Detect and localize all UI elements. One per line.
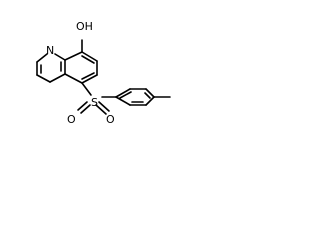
bond-s-o-right (98, 101, 110, 112)
bond-c6-c5 (81, 74, 98, 84)
bond-s-o-left (77, 101, 88, 111)
bond-c5-s (81, 82, 92, 96)
oxygen-label-right: O (106, 113, 115, 126)
sulfur-label: S (91, 96, 98, 109)
bond-c8-c7 (81, 51, 98, 62)
bond-c8a-n (54, 53, 66, 61)
bond-t6-t1 (115, 96, 131, 106)
bond-c8a-c8 (64, 51, 83, 61)
bond-t1-t2 (115, 88, 131, 98)
bond-c8-c7-inner (81, 55, 95, 64)
bond-c5-c4a (64, 73, 83, 84)
nitrogen-label: N (46, 44, 54, 57)
molecule-structure: OH N S O O (36, 20, 171, 126)
bond-t1-t2-inner (119, 91, 132, 99)
oxygen-label-left: O (67, 113, 76, 126)
bond-c6-c5-inner (81, 72, 95, 80)
hydroxyl-label: OH (76, 20, 93, 33)
molecule-diagram: OH N S O O (0, 0, 217, 160)
bond-t4-t5 (145, 96, 155, 106)
bond-t3-t4-inner (144, 92, 151, 99)
bond-n-c2 (36, 53, 48, 63)
bond-s-o-right-double (95, 104, 107, 115)
bond-t3-t4 (145, 88, 155, 98)
bond-c3-c4 (36, 74, 51, 83)
bond-s-o-left-double (80, 104, 91, 114)
bond-c4-c4a (49, 73, 66, 83)
